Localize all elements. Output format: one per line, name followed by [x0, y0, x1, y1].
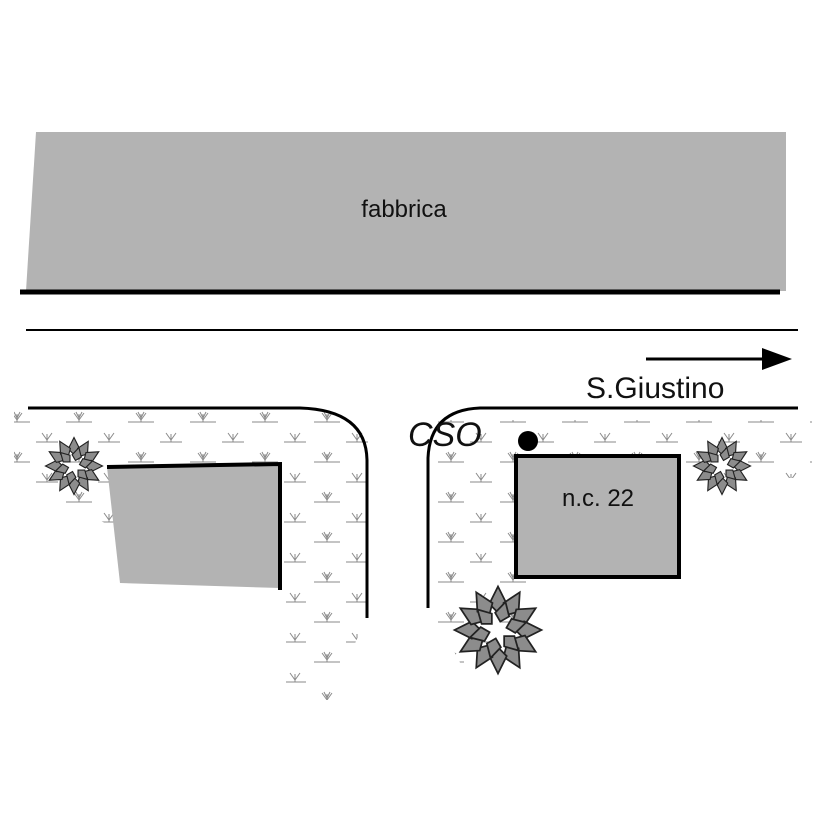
factory-building [26, 132, 786, 291]
direction-arrowhead [762, 348, 792, 370]
factory-label: fabbrica [361, 196, 447, 223]
building-left [107, 464, 280, 588]
building-nc22 [514, 454, 681, 579]
building-left-outline [106, 461, 282, 590]
road-boundary-right [426, 406, 798, 608]
building-nc22-label: n.c. 22 [562, 485, 634, 512]
street-label: S.Giustino [586, 372, 724, 405]
point-marker-icon [518, 431, 538, 451]
cso-label: CSO [408, 416, 482, 454]
road-boundary-left [28, 406, 369, 618]
